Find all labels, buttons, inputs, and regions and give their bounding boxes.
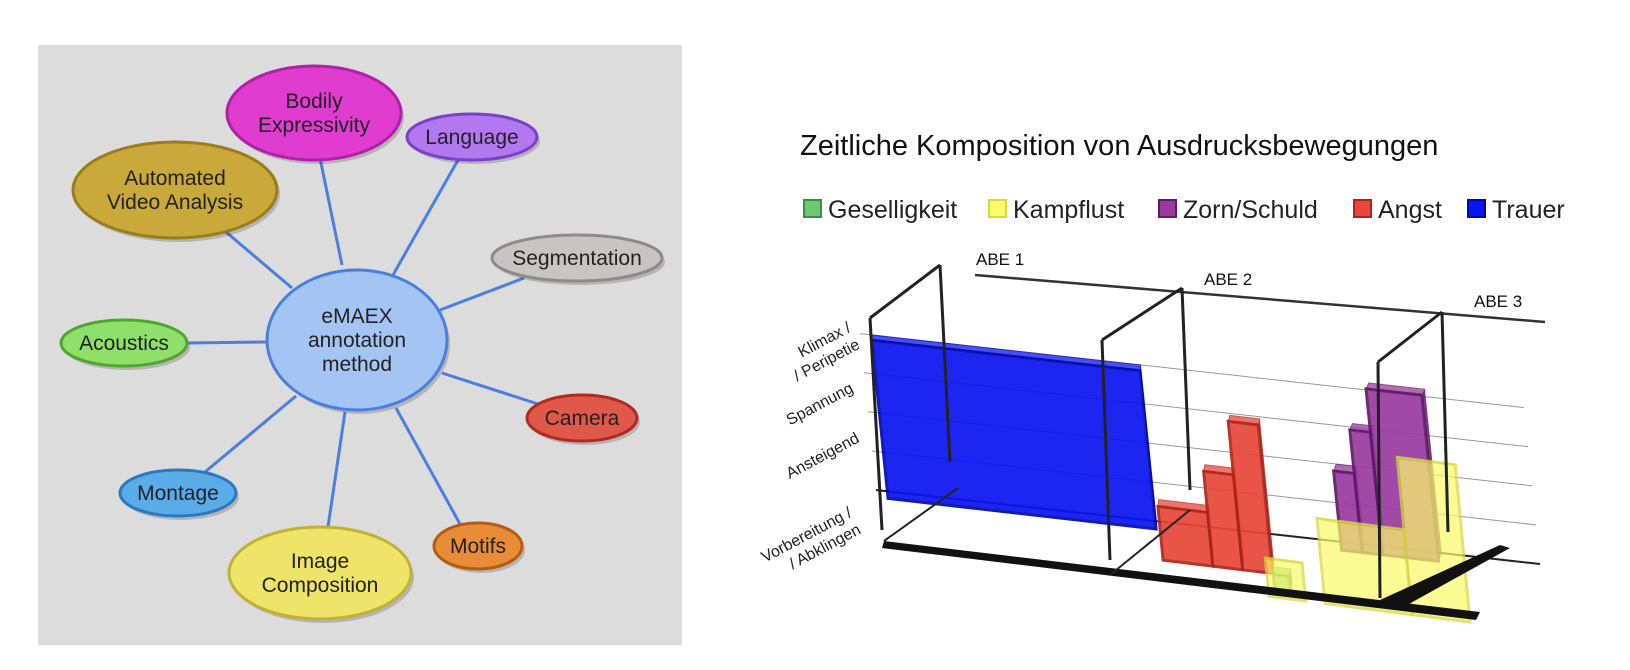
edge-automated-video-analysis <box>225 230 293 290</box>
block-angst <box>1226 414 1275 576</box>
node-camera-label: Camera <box>545 407 620 430</box>
node-montage-shape <box>118 468 238 518</box>
node-motifs-shape <box>432 521 524 571</box>
block-front <box>1156 504 1215 568</box>
node-acoustics: Acoustics <box>59 318 190 370</box>
edge-acoustics <box>186 340 268 345</box>
legend-label: Angst <box>1378 196 1442 224</box>
node-bodily-expressivity-label: Bodily <box>285 90 343 113</box>
legend-label: Kampflust <box>1013 196 1124 224</box>
section-divider <box>938 264 952 463</box>
block-angst <box>1156 499 1215 568</box>
section-divider <box>1376 361 1382 599</box>
node-automated-video-analysis-label: Automated <box>124 167 226 190</box>
floor-right-edge <box>1380 545 1510 610</box>
legend-label: Zorn/Schuld <box>1183 196 1318 224</box>
level-label: Spannung <box>784 380 856 429</box>
legend-item-zorn-schuld: Zorn/Schuld <box>1158 196 1318 224</box>
node-bodily-expressivity-label: Expressivity <box>258 114 371 137</box>
block-front <box>1226 419 1275 576</box>
legend-item-trauer: Trauer <box>1467 196 1565 224</box>
node-camera: Camera <box>525 393 640 445</box>
level-label-line: Ansteigend <box>784 430 863 483</box>
node-language-shape <box>405 112 539 162</box>
node-segmentation-shape <box>490 233 664 283</box>
section-divider <box>1180 287 1192 491</box>
node-segmentation: Segmentation <box>490 233 665 285</box>
legend-swatch <box>988 199 1007 218</box>
chart-floor-front <box>882 541 1480 620</box>
node-image-composition-label: Image <box>291 550 349 573</box>
node-language: Language <box>405 112 540 164</box>
block-front <box>870 338 1158 531</box>
frame-edge <box>1377 310 1443 364</box>
section-divider <box>1100 339 1112 561</box>
node-acoustics-shape <box>59 318 189 368</box>
edge-montage <box>204 394 297 474</box>
legend-item-kampflust: Kampflust <box>988 196 1124 224</box>
floor-edge <box>1109 509 1191 576</box>
legend-swatch <box>1353 199 1372 218</box>
edge-bodily-expressivity <box>318 157 344 266</box>
node-automated-video-analysis-label: Video Analysis <box>107 191 243 214</box>
node-acoustics-label: Acoustics <box>79 332 169 355</box>
edge-motifs <box>394 407 462 525</box>
level-label-line: Spannung <box>784 380 856 429</box>
node-montage-label: Montage <box>137 482 219 505</box>
legend-label: Trauer <box>1492 196 1565 224</box>
legend-swatch <box>1467 199 1486 218</box>
chart-title: Zeitliche Komposition von Ausdrucksbeweg… <box>800 130 1438 162</box>
node-language-label: Language <box>425 126 518 149</box>
edge-language <box>391 159 460 276</box>
node-automated-video-analysis-shape <box>71 140 279 240</box>
level-label: Vorbereitung // Abklingen <box>759 504 864 573</box>
legend-item-geselligkeit: Geselligkeit <box>803 196 957 224</box>
node-bodily-expressivity-shape <box>225 64 403 162</box>
node-montage: Montage <box>118 468 239 520</box>
edge-image-composition <box>326 411 347 528</box>
block-trauer <box>869 334 1158 531</box>
center-node-label: method <box>322 353 392 376</box>
chart-legend: Geselligkeit Kampflust Zorn/Schuld Angst Tra… <box>803 196 1565 224</box>
center-node-label: annotation <box>308 329 406 352</box>
legend-label: Geselligkeit <box>828 196 957 224</box>
level-label: Ansteigend <box>784 430 863 483</box>
frame-edge <box>1101 286 1183 342</box>
frame-edge <box>869 263 941 320</box>
node-camera-shape <box>525 393 639 443</box>
node-image-composition-shape <box>227 525 413 621</box>
node-segmentation-label: Segmentation <box>512 247 642 270</box>
abe-label: ABE 3 <box>1474 292 1522 311</box>
legend-item-angst: Angst <box>1353 196 1442 224</box>
abe-label: ABE 1 <box>976 250 1024 269</box>
node-image-composition-label: Composition <box>262 574 379 597</box>
block-front <box>1395 455 1472 624</box>
node-motifs-label: Motifs <box>450 535 506 558</box>
level-label: Klimax // Peripetie <box>791 319 863 385</box>
edge-segmentation <box>439 276 525 312</box>
chart-front-frame <box>868 263 1510 620</box>
center-node-label: eMAEX <box>321 305 392 328</box>
abe-label: ABE 2 <box>1204 270 1252 289</box>
mind-map-edges <box>186 157 539 528</box>
section-divider <box>868 317 884 531</box>
legend-swatch <box>803 199 822 218</box>
center-node-shape <box>265 268 449 412</box>
floor-left-edge <box>883 487 959 542</box>
edge-camera <box>441 371 539 406</box>
section-divider <box>1440 311 1450 533</box>
top-back-edge <box>974 273 1546 324</box>
legend-swatch <box>1158 199 1177 218</box>
block-kampflust <box>1395 455 1472 624</box>
node-motifs: Motifs <box>432 521 525 573</box>
